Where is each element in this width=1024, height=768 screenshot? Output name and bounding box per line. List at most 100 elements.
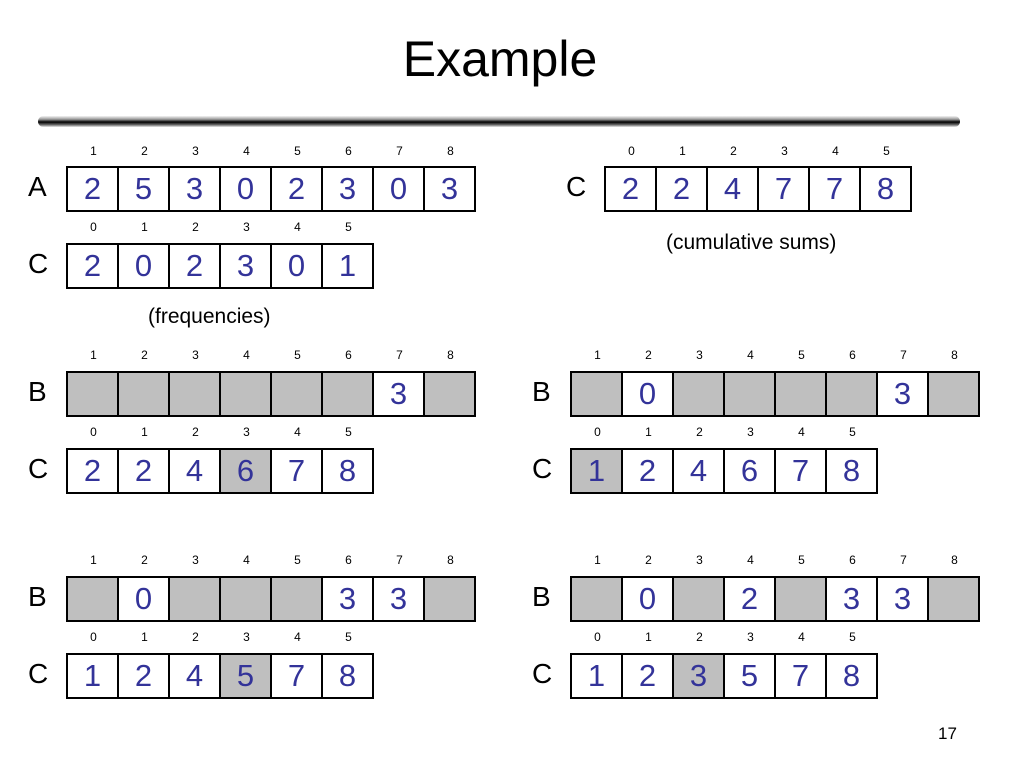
array-cell: 0 [623, 578, 674, 620]
slide-title: Example [402, 31, 598, 87]
array-cell [425, 578, 474, 620]
index-label: 5 [883, 144, 890, 158]
array-cell: 4 [170, 655, 221, 697]
array-cell: 3 [827, 578, 878, 620]
array-cell: 7 [810, 168, 861, 210]
array-cell [68, 373, 119, 415]
array-cell: 3 [323, 168, 374, 210]
array-label: A [28, 171, 47, 202]
array-cell: 8 [842, 453, 861, 488]
array-label: C [532, 453, 553, 484]
array-cell: 6 [221, 450, 272, 492]
index-label: 7 [396, 144, 403, 158]
array-cell: 7 [759, 168, 810, 210]
index-label: 1 [141, 425, 148, 439]
array-cell: 8 [338, 453, 357, 488]
index-label: 4 [747, 553, 754, 567]
index-label: 4 [294, 220, 301, 234]
index-label: 6 [849, 553, 856, 567]
array-cell [572, 578, 623, 620]
array-cell: 8 [876, 171, 895, 206]
index-label: 4 [294, 630, 301, 644]
index-label: 5 [798, 553, 805, 567]
array-label: C [28, 248, 49, 279]
array-cell: 2 [623, 450, 674, 492]
array-cell [221, 578, 272, 620]
index-label: 3 [696, 348, 703, 362]
array-cell: 3 [170, 168, 221, 210]
array-cell: 0 [119, 245, 170, 287]
index-label: 2 [696, 425, 703, 439]
title-divider [38, 116, 960, 127]
array-cell: 2 [68, 450, 119, 492]
array-b: 3 [66, 371, 476, 417]
array-cell: 7 [272, 450, 323, 492]
array-cell: 3 [440, 171, 459, 206]
array-cell: 5 [725, 655, 776, 697]
array-cell: 1 [572, 655, 623, 697]
array-label: C [532, 658, 553, 689]
index-label: 0 [594, 630, 601, 644]
array-cell: 1 [68, 655, 119, 697]
array-cell: 2 [725, 578, 776, 620]
index-label: 4 [243, 348, 250, 362]
index-label: 3 [747, 425, 754, 439]
array-cell: 2 [68, 168, 119, 210]
array-cell: 7 [776, 655, 827, 697]
array-label: B [532, 581, 551, 612]
index-label: 1 [645, 630, 652, 644]
index-label: 5 [294, 144, 301, 158]
index-label: 6 [345, 348, 352, 362]
index-label: 6 [345, 144, 352, 158]
index-label: 5 [849, 630, 856, 644]
index-label: 1 [679, 144, 686, 158]
index-label: 5 [345, 220, 352, 234]
array-cell [119, 373, 170, 415]
index-label: 5 [294, 553, 301, 567]
array-cell: 5 [221, 655, 272, 697]
array-cell [776, 373, 827, 415]
index-label: 3 [192, 553, 199, 567]
array-cell [170, 373, 221, 415]
index-label: 5 [798, 348, 805, 362]
index-label: 2 [645, 348, 652, 362]
array-cell [776, 578, 827, 620]
array-cell [929, 373, 978, 415]
array-cell: 8 [338, 658, 357, 693]
array-cell [221, 373, 272, 415]
array-caption: (cumulative sums) [666, 231, 837, 254]
array-cell [674, 373, 725, 415]
index-label: 5 [345, 630, 352, 644]
array-cell: 7 [272, 655, 323, 697]
array-cell: 4 [170, 450, 221, 492]
array-cell [929, 578, 978, 620]
array-cell: 2 [606, 168, 657, 210]
index-label: 4 [747, 348, 754, 362]
index-label: 8 [447, 144, 454, 158]
index-label: 6 [849, 348, 856, 362]
index-label: 5 [849, 425, 856, 439]
index-label: 3 [747, 630, 754, 644]
array-cell: 7 [776, 450, 827, 492]
array-cell: 2 [623, 655, 674, 697]
index-label: 2 [645, 553, 652, 567]
array-cell: 3 [221, 245, 272, 287]
array-cell: 2 [170, 245, 221, 287]
array-cell: 4 [708, 168, 759, 210]
array-cell: 5 [119, 168, 170, 210]
index-label: 4 [243, 553, 250, 567]
array-cell [272, 578, 323, 620]
index-label: 7 [396, 348, 403, 362]
index-label: 2 [696, 630, 703, 644]
index-label: 4 [243, 144, 250, 158]
index-label: 0 [90, 220, 97, 234]
